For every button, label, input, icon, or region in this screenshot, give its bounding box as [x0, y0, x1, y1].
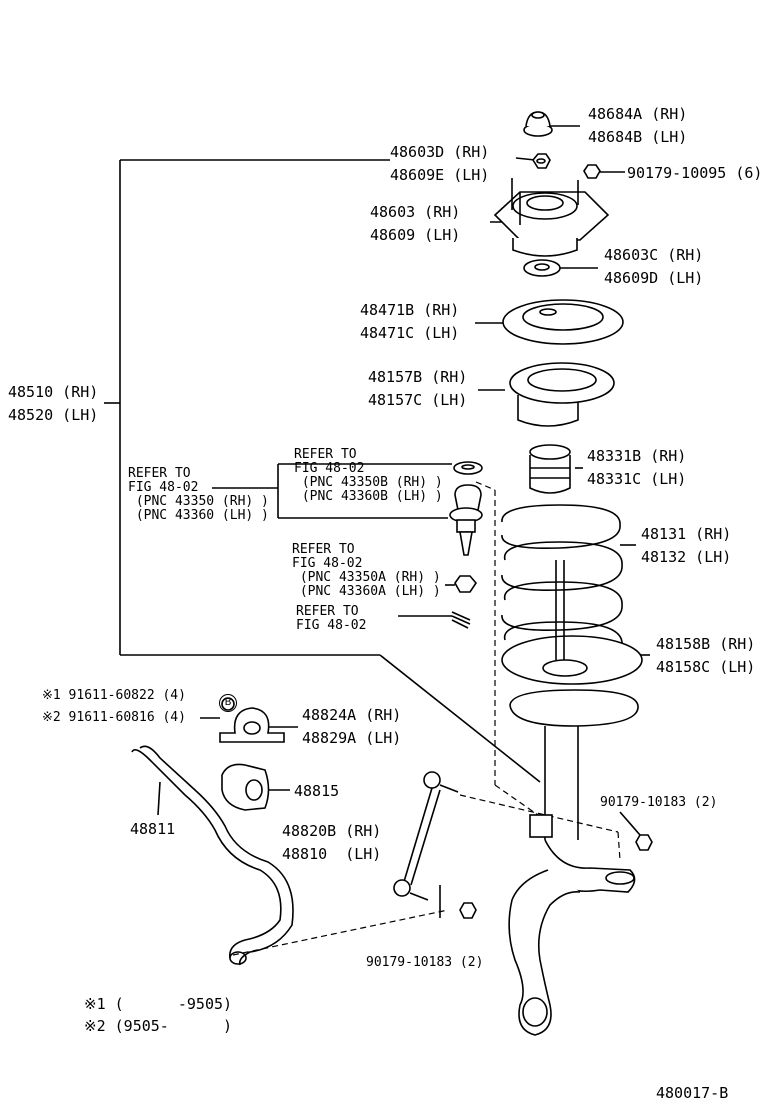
spring-seat-48471 — [502, 299, 624, 345]
label-48603c: 48603C (RH)48609D (LH) — [604, 246, 704, 287]
washer-48603c — [523, 259, 561, 277]
bump-stopper-48331 — [529, 444, 571, 494]
label-91611: ※1 91611-60822 (4)※2 91611-60816 (4) — [42, 688, 186, 725]
reference-bracket — [212, 463, 455, 617]
footnote-2: ※2 (9505- ) — [84, 1017, 233, 1035]
label-48158: 48158B (RH)48158C (LH) — [656, 635, 756, 676]
bushing-48815 — [221, 763, 270, 811]
bearing-48157 — [509, 362, 615, 427]
ball-joint-parts — [449, 461, 483, 629]
label-48815: 48815 — [294, 782, 340, 800]
assembly-bracket — [104, 159, 541, 783]
dust-cap-48684 — [523, 111, 553, 137]
label-48811: 48811 — [130, 820, 176, 838]
nut-90179-10095 — [583, 164, 601, 179]
label-48824: 48824A (RH)48829A (LH) — [302, 706, 402, 747]
spring-seat-48158 — [501, 635, 643, 685]
label-48331: 48331B (RH)48331C (LH) — [587, 447, 687, 488]
label-48820: 48820B (RH)48810 (LH) — [282, 822, 382, 863]
label-48684: 48684A (RH)48684B (LH) — [588, 105, 688, 146]
stabilizer-link-48820 — [393, 771, 653, 919]
label-48603d: 48603D (RH)48609E (LH) — [390, 143, 490, 184]
label-90179-top: 90179-10095 (6) — [627, 164, 760, 182]
knuckle — [508, 869, 581, 1036]
upper-mount-48603 — [493, 178, 610, 257]
leader-lines — [157, 125, 650, 918]
label-90179-bot: 90179-10183 (2) — [366, 955, 484, 970]
strut-body-48510 — [509, 560, 639, 901]
label-48471: 48471B (RH)48471C (LH) — [360, 301, 460, 342]
footnote-1: ※1 ( -9505) — [84, 995, 233, 1013]
circle-b-marker: B — [219, 694, 237, 712]
label-48131: 48131 (RH)48132 (LH) — [641, 525, 732, 566]
label-90179-mid: 90179-10183 (2) — [600, 795, 718, 810]
stabilizer-bar-48811 — [131, 745, 294, 966]
label-48157: 48157B (RH)48157C (LH) — [368, 368, 468, 409]
label-48603: 48603 (RH)48609 (LH) — [370, 203, 461, 244]
label-48510: 48510 (RH)48520 (LH) — [8, 383, 99, 424]
nut-48603d — [532, 153, 551, 169]
figure-id: 480017-B — [656, 1084, 729, 1102]
